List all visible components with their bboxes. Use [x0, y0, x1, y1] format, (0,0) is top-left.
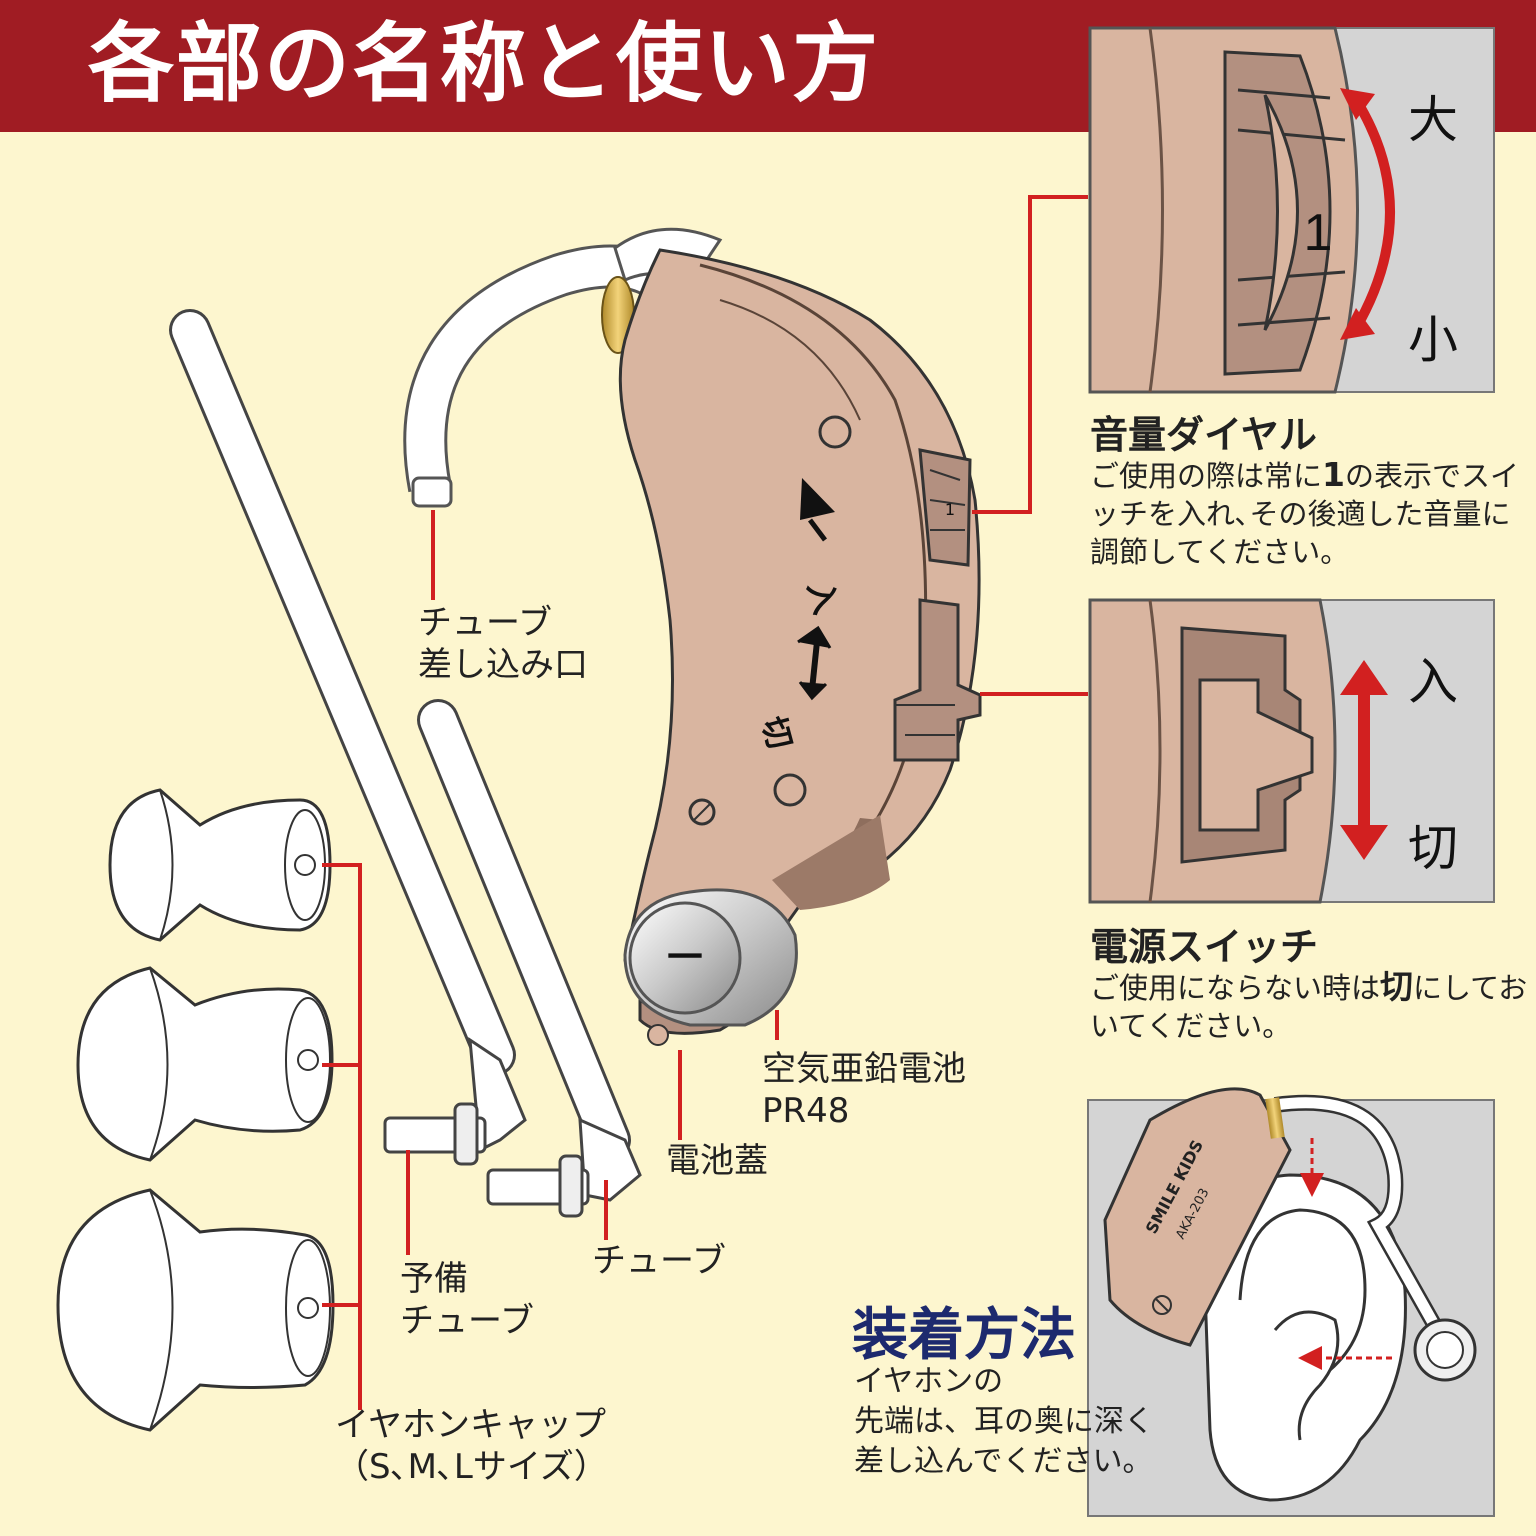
- switch-on-label: 入: [1408, 653, 1458, 711]
- page-title: 各部の名称と使い方: [88, 14, 880, 114]
- mounting-line1: イヤホンの: [854, 1364, 1004, 1399]
- battery-label: 空気亜鉛電池 PR48: [762, 1048, 966, 1132]
- tube-inlet-label: チューブ 差し込み口: [418, 602, 588, 686]
- battery-name: 空気亜鉛電池: [762, 1049, 966, 1089]
- switch-off-label: 切: [1408, 819, 1458, 877]
- power-switch-panel: [1088, 598, 1495, 904]
- leader-lines: [322, 195, 1088, 1410]
- tube-label: チューブ: [592, 1241, 726, 1281]
- volume-dial-panel: 1: [1088, 26, 1495, 394]
- earcap-label: イヤホンキャップ （S､M､Lサイズ）: [335, 1404, 608, 1488]
- ear-hook: [403, 227, 723, 508]
- mounting-panel: SMILE KIDS AKA-203: [1087, 1087, 1495, 1517]
- spare-tube-line1: 予備: [400, 1259, 468, 1299]
- battery-cover-label: 電池蓋: [666, 1141, 768, 1181]
- earcap-small: [108, 788, 332, 942]
- tube-inlet-line1: チューブ: [418, 603, 552, 643]
- earcap-line1: イヤホンキャップ: [335, 1405, 606, 1445]
- hearing-aid-body: 入 切 1 －: [618, 248, 982, 1046]
- spare-tube-line2: チューブ: [400, 1301, 534, 1341]
- spare-tube-label: 予備 チューブ: [400, 1258, 534, 1342]
- earcap-line2: （S､M､Lサイズ）: [335, 1447, 608, 1487]
- power-desc-bold: 切: [1380, 967, 1414, 1006]
- mounting-line3: 差し込んでください。: [854, 1444, 1153, 1479]
- battery-model: PR48: [762, 1091, 850, 1131]
- volume-high-label: 大: [1408, 91, 1458, 149]
- volume-desc-part2: の表示でスイッチを入れ､その後適した音量に調節してください。: [1090, 459, 1519, 569]
- volume-desc-bold: 1: [1322, 455, 1345, 494]
- main-tube: [169, 309, 527, 1166]
- mounting-heading: 装着方法: [852, 1302, 1076, 1368]
- volume-dial-description: ご使用の際は常に1の表示でスイッチを入れ､その後適した音量に調節してください。: [1090, 456, 1530, 571]
- dial-number: 1: [1304, 204, 1333, 262]
- power-desc-part1: ご使用にならない時は: [1090, 971, 1381, 1005]
- earcap-medium: [76, 966, 334, 1162]
- battery-minus-mark: －: [663, 932, 707, 983]
- power-desc-part2: にしておいてください。: [1090, 971, 1528, 1043]
- power-switch-description: ご使用にならない時は切にしておいてください。: [1090, 968, 1530, 1045]
- volume-low-label: 小: [1408, 311, 1458, 369]
- mounting-line2: 先端は、耳の奥に深く: [854, 1404, 1154, 1439]
- mounting-description: イヤホンの 先端は、耳の奥に深く 差し込んでください。: [854, 1362, 1154, 1482]
- spare-tube: [417, 699, 642, 1218]
- power-switch-heading: 電源スイッチ: [1090, 925, 1319, 969]
- volume-desc-part1: ご使用の際は常に: [1090, 459, 1323, 493]
- tube-inlet-line2: 差し込み口: [418, 645, 588, 685]
- volume-dial-heading: 音量ダイヤル: [1090, 413, 1317, 457]
- earcap-large: [56, 1188, 335, 1432]
- device-dial-mark: 1: [945, 500, 955, 519]
